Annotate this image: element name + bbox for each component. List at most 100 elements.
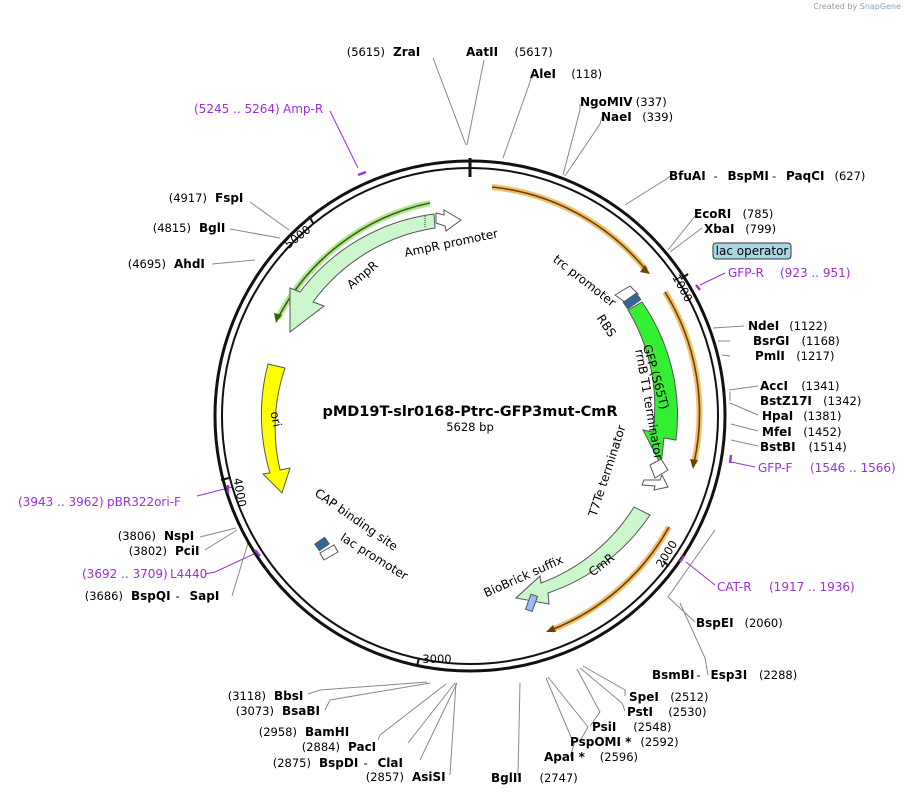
enzyme-position: (2592) <box>640 735 678 749</box>
feature-ori <box>260 363 291 494</box>
enzyme-site-bbsi: (3118)BbsI <box>228 689 304 703</box>
enzyme-site-bstz17i: BstZ17I(1342) <box>760 394 861 408</box>
enzyme-position: (2958) <box>259 725 297 739</box>
enzyme-name: PsiI <box>592 720 616 734</box>
enzyme-position: (627) <box>835 169 866 183</box>
enzyme-name: FspI <box>215 191 243 205</box>
enzyme-site-bsrgi: BsrGI(1168) <box>753 334 840 348</box>
primer-name: Amp-R <box>283 102 323 116</box>
enzyme-position: (1381) <box>803 409 841 423</box>
enzyme-position: (1122) <box>789 319 827 333</box>
enzyme-site-hpai: HpaI(1381) <box>762 409 841 423</box>
enzyme-name: PacI <box>348 740 376 754</box>
enzyme-site-bspei: BspEI(2060) <box>696 616 783 630</box>
enzyme-position: (3686) <box>85 589 123 603</box>
enzyme-name: BamHI <box>305 725 349 739</box>
primer-l4440: (3692 .. 3709)L4440 <box>82 567 207 581</box>
feature-trc <box>614 285 639 303</box>
feature-rrnb <box>649 458 669 479</box>
enzyme-name: AleI <box>530 67 556 81</box>
enzyme-site-bsabi: (3073)BsaBI <box>236 704 320 718</box>
enzyme-site-bsmbi: BsmBI-Esp3I(2288) <box>652 668 797 682</box>
enzyme-position: (2884) <box>302 740 340 754</box>
primer-name: L4440 <box>170 567 207 581</box>
enzyme-name2: Esp3I <box>711 668 748 682</box>
enzyme-name: ZraI <box>393 45 420 59</box>
enzyme-position: (337) <box>636 95 667 109</box>
primer-amp-r: (5245 .. 5264)Amp-R <box>194 102 323 116</box>
enzyme-name: EcoRI <box>694 207 731 221</box>
feature-biobrick <box>524 593 539 613</box>
feature-label-rbs: RBS <box>594 312 619 340</box>
enzyme-position: (1514) <box>809 440 847 454</box>
enzyme-position: (2530) <box>668 705 706 719</box>
enzyme-site-bglii: BglII(2747) <box>491 771 578 785</box>
credit-prefix: Created by <box>813 2 858 11</box>
feature-amp-promoter <box>435 209 462 232</box>
enzyme-site-bspdi: (2875)BspDI-ClaI <box>273 756 403 770</box>
enzyme-name: XbaI <box>704 222 734 236</box>
enzyme-name: NdeI <box>748 319 779 333</box>
enzyme-position: (2512) <box>670 690 708 704</box>
enzyme-name: BfuAI <box>669 169 706 183</box>
enzyme-name: BsrGI <box>753 334 790 348</box>
enzyme-position: (5617) <box>515 45 553 59</box>
enzyme-site-ndei: NdeI (1122) <box>748 319 827 333</box>
primer-name: GFP-R <box>728 266 764 280</box>
enzyme-site-nspi: (3806)NspI <box>118 529 195 543</box>
enzyme-name: BspDI <box>319 756 358 770</box>
primer-range: (1917 .. 1936) <box>769 580 855 594</box>
features <box>260 209 678 613</box>
enzyme-site-ahdi: (4695)AhdI <box>128 257 205 271</box>
enzyme-name2: BspMI <box>728 169 769 183</box>
enzyme-site-zrai: (5615)ZraI <box>347 45 420 59</box>
primer-range: (923 .. 951) <box>780 266 850 280</box>
enzyme-site-xbai: XbaI(799) <box>704 222 776 236</box>
enzyme-site-bgli: (4815)BglI <box>153 221 226 235</box>
enzyme-name2: ClaI <box>378 756 403 770</box>
plasmid-length: 5628 bp <box>446 420 494 434</box>
enzyme-name: AsiSI <box>412 770 446 784</box>
enzyme-position: (2060) <box>745 616 783 630</box>
enzyme-name: BglII <box>491 771 522 785</box>
enzyme-name3: PaqCI <box>786 169 824 183</box>
enzyme-name: BstZ17I <box>760 394 812 408</box>
enzyme-site-bamhi: (2958) BamHI <box>259 725 350 739</box>
enzyme-site-ecori: EcoRI(785) <box>694 207 773 221</box>
enzyme-site-fspi: (4917) FspI <box>169 191 244 205</box>
enzyme-site-pmli: PmlI(1217) <box>755 349 834 363</box>
enzyme-position: (2857) <box>366 770 404 784</box>
enzyme-site-naei: NaeI(339) <box>601 110 673 124</box>
feature-t7te <box>641 473 669 491</box>
enzyme-site-apai: ApaI * (2596) <box>544 750 638 764</box>
primer-pbr322ori-f: (3943 .. 3962)pBR322ori-F <box>18 495 181 509</box>
enzyme-site-acci: AccI (1341) <box>760 379 839 393</box>
enzyme-position: (118) <box>571 67 602 81</box>
enzyme-name: MfeI <box>762 425 792 439</box>
enzyme-name: AccI <box>760 379 788 393</box>
primer-cat-r: CAT-R(1917 .. 1936) <box>717 580 855 594</box>
enzyme-sep1: - <box>714 169 718 183</box>
enzyme-name: AhdI <box>174 257 205 271</box>
enzyme-position: (4917) <box>169 191 207 205</box>
enzyme-name: PciI <box>175 544 200 558</box>
enzyme-site-bfuai: BfuAI-BspMI-PaqCI(627) <box>669 169 865 183</box>
enzyme-site-bspqi: (3686)BspQI-SapI <box>85 589 220 603</box>
enzyme-site-paci: (2884) PacI <box>302 740 376 754</box>
enzyme-position: (1217) <box>796 349 834 363</box>
enzyme-site-psii: PsiI(2548) <box>592 720 671 734</box>
primer-gfp-f: GFP-F(1546 .. 1566) <box>758 461 896 475</box>
enzyme-position: (3802) <box>129 544 167 558</box>
lac-operator-box <box>712 242 792 260</box>
enzyme-name: NaeI <box>601 110 632 124</box>
feature-lac-promoter <box>319 544 339 561</box>
enzyme-position: (1341) <box>801 379 839 393</box>
primer-name: pBR322ori-F <box>107 495 181 509</box>
enzyme-site-ngomiv: NgoMIV(337) <box>580 95 667 109</box>
primer-range: (3692 .. 3709) <box>82 567 168 581</box>
enzyme-name: ApaI * <box>544 750 586 764</box>
enzyme-position: (2596) <box>600 750 638 764</box>
enzyme-position: (3073) <box>236 704 274 718</box>
